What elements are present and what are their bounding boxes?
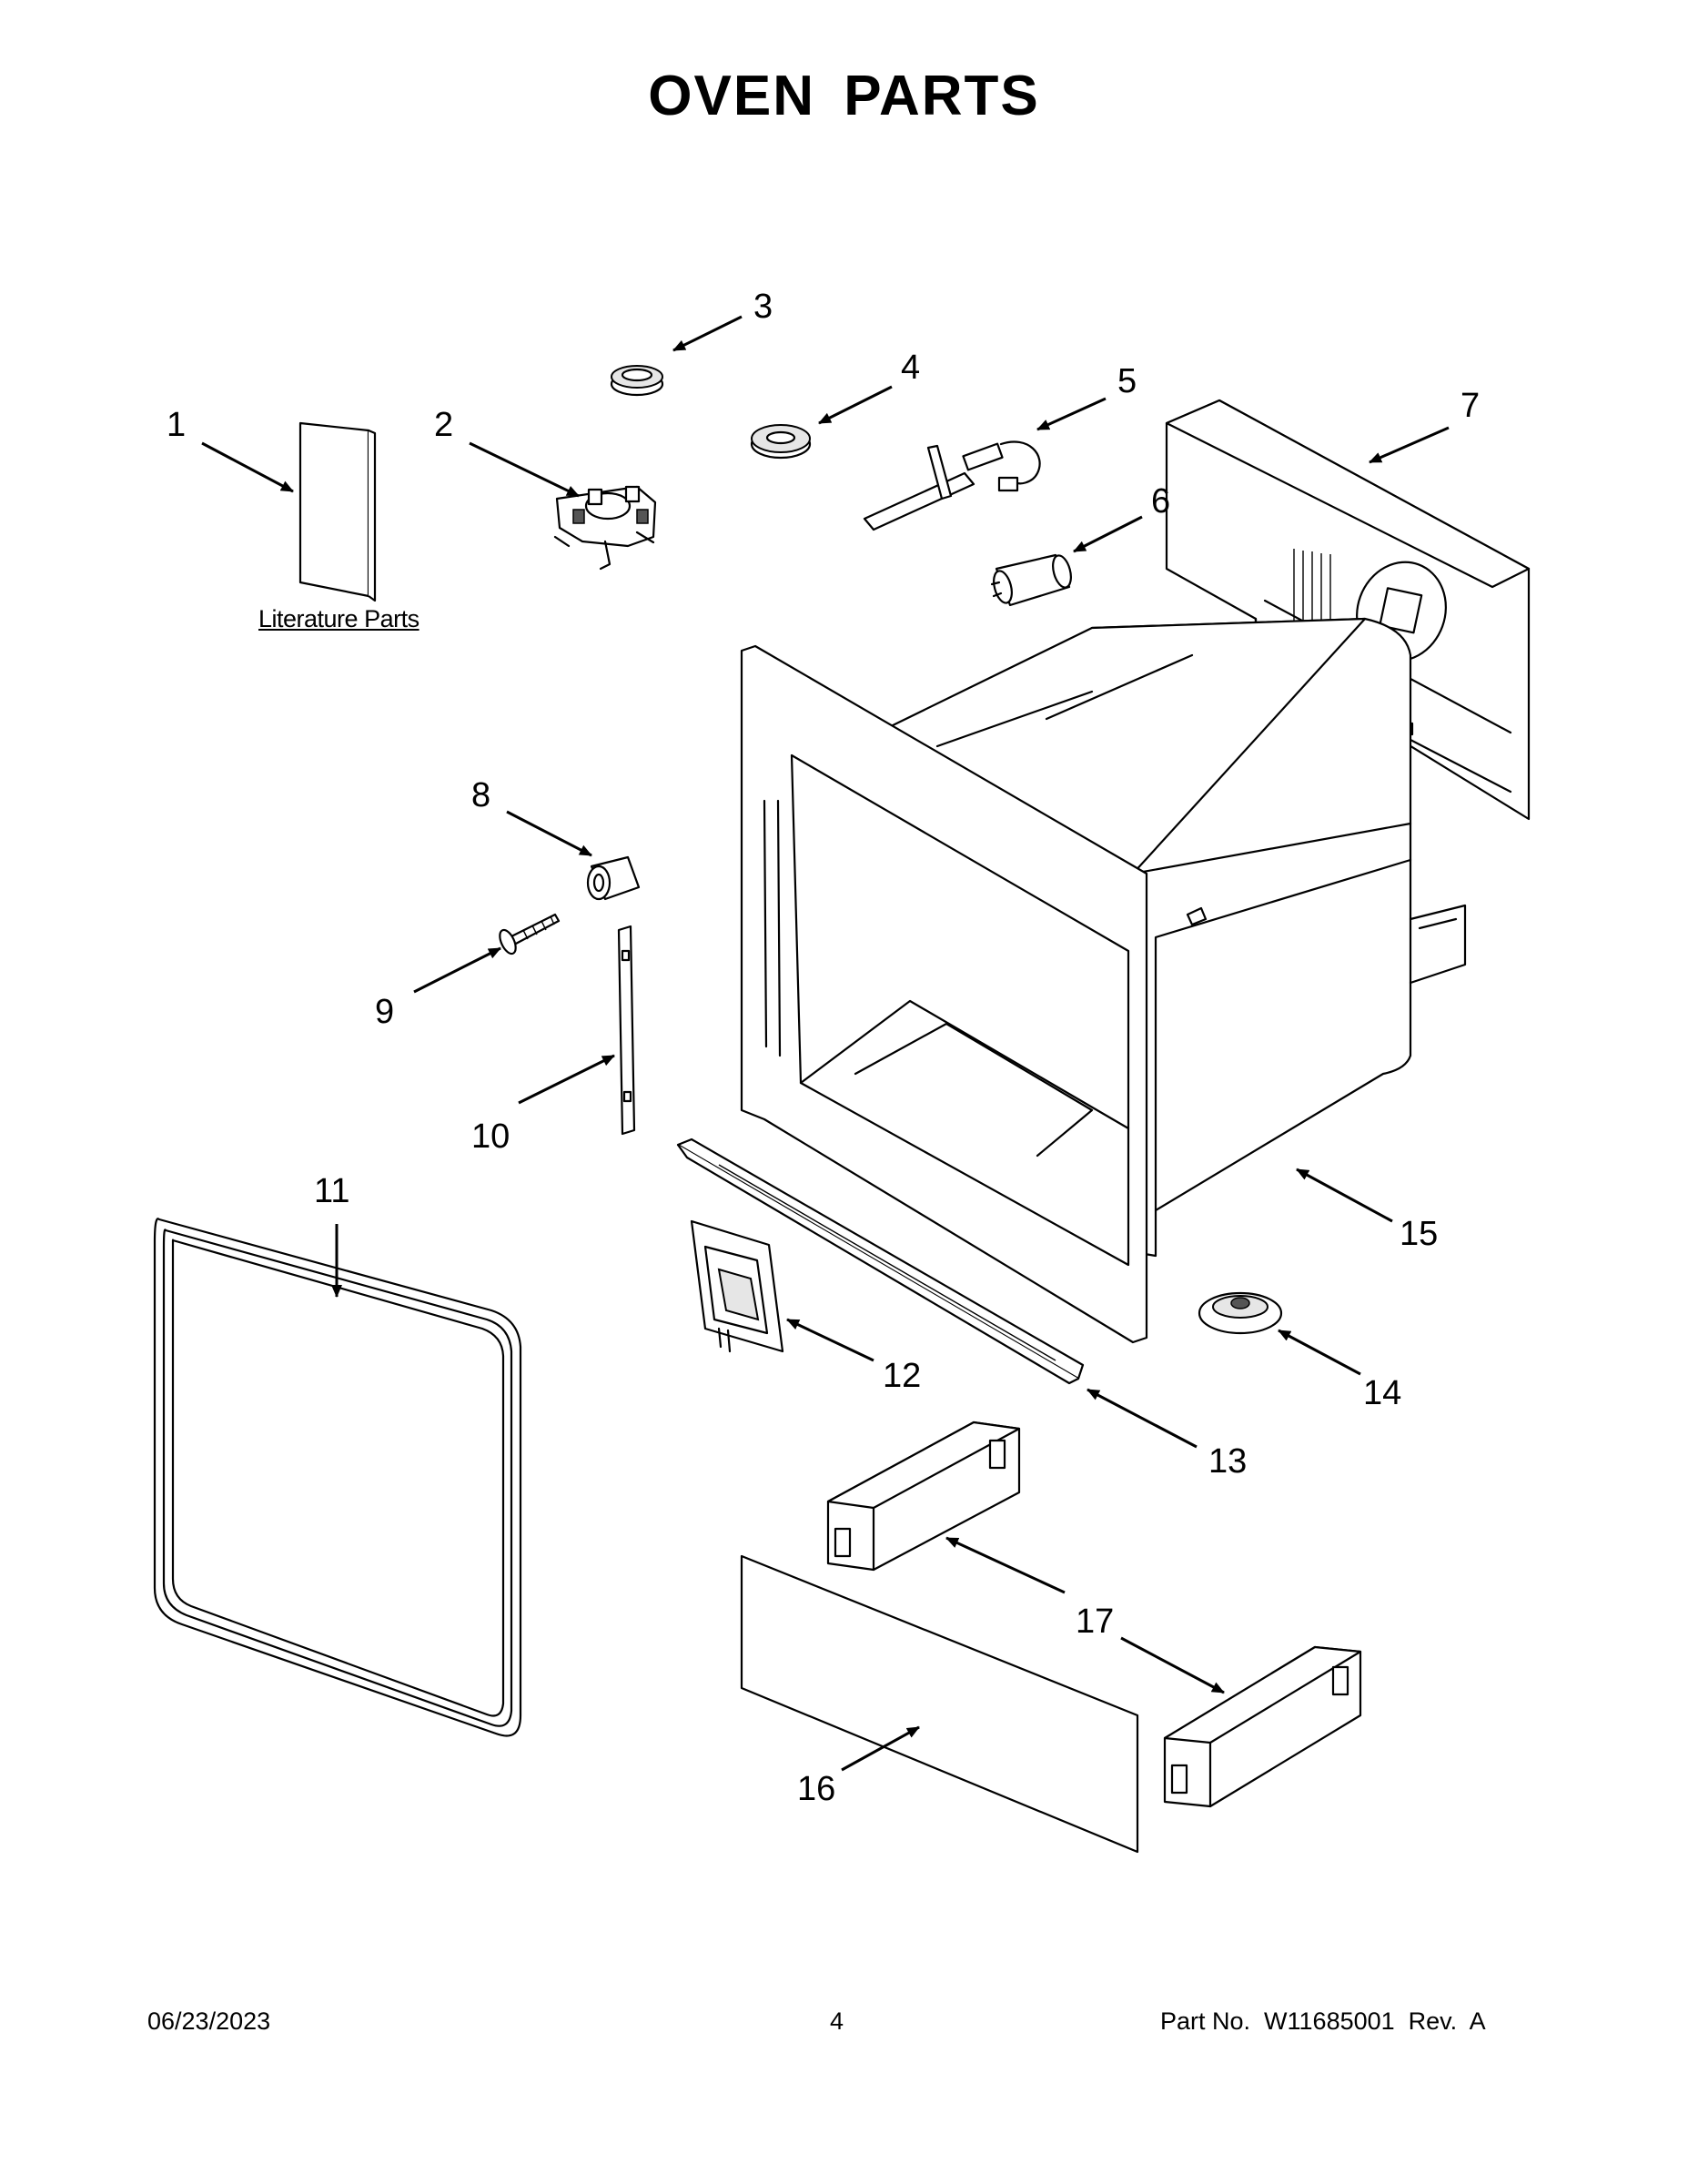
part-16-kick-plate bbox=[740, 1554, 1139, 1854]
arrow-17b bbox=[1120, 1636, 1225, 1694]
part-4-washer bbox=[750, 424, 812, 460]
arrow-3 bbox=[672, 315, 743, 352]
callout-6: 6 bbox=[1151, 482, 1171, 521]
part-8-bushing bbox=[586, 855, 641, 901]
part-17-bracket-lower bbox=[1163, 1645, 1362, 1808]
literature-parts-booklet bbox=[298, 421, 377, 602]
part-3-cap bbox=[610, 365, 664, 397]
callout-12: 12 bbox=[883, 1357, 922, 1395]
callout-7: 7 bbox=[1461, 387, 1481, 425]
leader-arrows bbox=[201, 315, 1450, 1772]
arrow-4 bbox=[818, 385, 893, 425]
page-title: OVEN PARTS bbox=[648, 65, 1040, 127]
part-10-strip-bracket bbox=[617, 925, 636, 1136]
callout-10: 10 bbox=[471, 1117, 510, 1156]
arrow-14 bbox=[1278, 1329, 1361, 1376]
arrow-15 bbox=[1296, 1168, 1393, 1223]
callout-2: 2 bbox=[434, 406, 454, 444]
arrow-13 bbox=[1087, 1388, 1198, 1449]
arrow-1 bbox=[201, 441, 294, 493]
part-11-door-gasket bbox=[153, 1218, 522, 1737]
callout-13: 13 bbox=[1208, 1442, 1248, 1481]
arrow-7 bbox=[1369, 426, 1450, 464]
part-15-oven-cavity bbox=[740, 617, 1467, 1344]
part-14-fan bbox=[1198, 1291, 1283, 1335]
part-5-sensor-probe bbox=[863, 440, 1041, 531]
arrow-10 bbox=[518, 1054, 615, 1105]
part-2-switch-assembly bbox=[553, 485, 657, 571]
callout-5: 5 bbox=[1117, 362, 1137, 400]
part-17-bracket-upper bbox=[826, 1421, 1021, 1572]
literature-parts-label: Literature Parts bbox=[258, 605, 419, 632]
arrow-5 bbox=[1036, 397, 1107, 431]
arrow-17a bbox=[945, 1536, 1066, 1594]
part-9-screw bbox=[499, 913, 561, 956]
footer-date: 06/23/2023 bbox=[147, 2007, 271, 2035]
callout-1: 1 bbox=[167, 406, 187, 444]
callout-16: 16 bbox=[797, 1770, 836, 1808]
callout-4: 4 bbox=[901, 349, 921, 387]
part-12-control-box bbox=[690, 1219, 784, 1353]
footer-part-number: Part No. W11685001 Rev. A bbox=[1160, 2007, 1486, 2035]
callout-8: 8 bbox=[471, 776, 491, 814]
part-13-long-rail bbox=[676, 1138, 1085, 1385]
callout-11: 11 bbox=[314, 1172, 350, 1210]
callout-17: 17 bbox=[1076, 1603, 1115, 1641]
arrow-6 bbox=[1073, 515, 1143, 553]
arrow-2 bbox=[469, 441, 580, 498]
callout-9: 9 bbox=[375, 993, 395, 1031]
callout-15: 15 bbox=[1400, 1215, 1439, 1253]
part-6-cylinder-component bbox=[990, 553, 1072, 607]
arrow-12 bbox=[786, 1318, 874, 1362]
arrow-8 bbox=[506, 810, 592, 857]
callout-14: 14 bbox=[1363, 1374, 1402, 1412]
footer-page-number: 4 bbox=[830, 2007, 844, 2035]
arrow-9 bbox=[413, 946, 501, 994]
arrow-16 bbox=[841, 1725, 920, 1772]
callout-3: 3 bbox=[753, 288, 773, 326]
